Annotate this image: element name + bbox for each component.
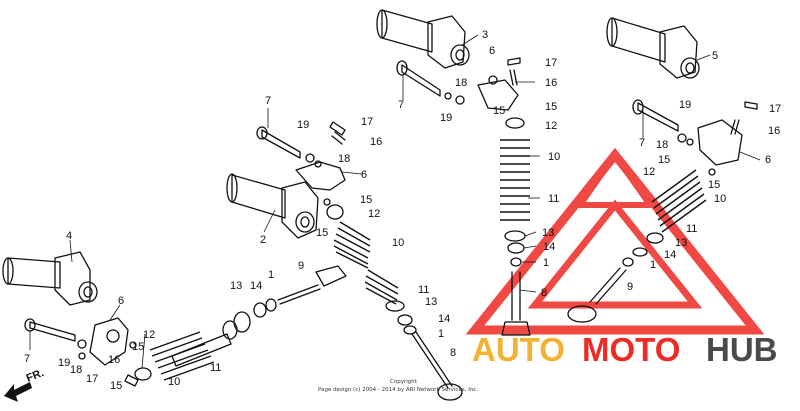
label-5: 5: [712, 50, 718, 62]
label-1c: 1: [543, 257, 549, 269]
camshaft-part-2: [226, 173, 319, 239]
watermark-moto: MOTO: [582, 331, 680, 368]
label-15g: 15: [658, 154, 670, 166]
label-9: 9: [298, 260, 304, 272]
label-18b: 18: [338, 153, 350, 165]
label-11d: 11: [686, 223, 697, 235]
rocker-arm-part-6-right: [632, 99, 758, 176]
label-7d: 7: [639, 137, 645, 149]
valve-assembly-right: [567, 169, 707, 323]
label-17d: 17: [769, 103, 781, 115]
watermark-hub: HUB: [706, 331, 778, 368]
label-7: 7: [24, 353, 30, 365]
label-19d: 19: [679, 99, 691, 111]
label-11: 11: [210, 362, 221, 374]
label-13c: 13: [542, 227, 554, 239]
label-18d: 18: [656, 139, 668, 151]
valve-assembly-middle: [326, 204, 463, 401]
label-14b: 14: [438, 313, 450, 325]
copyright-title: Copyright: [390, 379, 418, 385]
label-10b: 10: [392, 237, 404, 249]
label-15d: 15: [316, 227, 328, 239]
label-18: 18: [70, 364, 82, 376]
camshaft-part-4: [2, 251, 98, 306]
label-17: 17: [86, 373, 98, 385]
label-18c: 18: [455, 77, 467, 89]
label-11b: 11: [418, 284, 429, 296]
label-12d: 12: [643, 166, 655, 178]
label-7c: 7: [398, 99, 404, 111]
label-8b: 8: [541, 287, 547, 299]
label-14: 14: [250, 280, 262, 292]
label-19c: 19: [440, 112, 452, 124]
label-12c: 12: [545, 120, 557, 132]
front-arrow-icon: FR.: [4, 367, 46, 402]
label-6: 6: [118, 295, 124, 307]
label-6b: 6: [361, 169, 367, 181]
label-2: 2: [260, 234, 266, 246]
label-7b: 7: [265, 95, 271, 107]
label-14d: 14: [664, 249, 676, 261]
rocker-arm-part-6-middle: [256, 121, 346, 206]
camshaft-part-5: [606, 17, 700, 79]
label-16: 16: [108, 354, 120, 366]
label-9b: 9: [627, 281, 633, 293]
watermark-logo: AUTO MOTO HUB: [472, 331, 778, 368]
leader-lines: [29, 34, 761, 369]
watermark-auto: AUTO: [472, 331, 565, 368]
label-13d: 13: [675, 237, 687, 249]
label-12b: 12: [368, 208, 380, 220]
label-17c: 17: [545, 57, 557, 69]
label-16b: 16: [370, 136, 382, 148]
rocker-arm-part-6-left: [24, 317, 139, 387]
label-11c: 11: [548, 193, 559, 205]
label-8: 8: [450, 347, 456, 359]
label-12: 12: [143, 329, 155, 341]
direction-label: FR.: [25, 367, 46, 385]
label-6c: 6: [489, 45, 495, 57]
label-15h: 15: [708, 179, 720, 191]
label-15f: 15: [545, 101, 557, 113]
label-15: 15: [132, 341, 144, 353]
rocker-arm-part-6-top: [396, 57, 521, 111]
label-13b: 13: [425, 296, 437, 308]
label-1: 1: [268, 269, 274, 281]
label-6d: 6: [765, 154, 771, 166]
label-16d: 16: [768, 125, 780, 137]
label-10d: 10: [714, 193, 726, 205]
label-3: 3: [482, 29, 488, 41]
label-19: 19: [58, 357, 70, 369]
label-10: 10: [168, 376, 180, 388]
label-10c: 10: [548, 151, 560, 163]
label-1d: 1: [650, 259, 656, 271]
part-labels: 4 6 7 19 18 17 16 15 15 12 10 11 13 14 1…: [24, 29, 781, 392]
label-14c: 14: [543, 241, 555, 253]
copyright-text: Page design (c) 2004 - 2014 by ARI Netwo…: [318, 387, 478, 393]
label-19b: 19: [297, 119, 309, 131]
label-17b: 17: [361, 116, 373, 128]
camshaft-part-3: [376, 9, 470, 69]
label-16c: 16: [545, 77, 557, 89]
label-15c: 15: [360, 194, 372, 206]
valve-assembly-left: [134, 265, 347, 381]
label-13: 13: [230, 280, 242, 292]
label-4: 4: [66, 230, 72, 242]
label-15b: 15: [110, 380, 122, 392]
label-15e: 15: [493, 105, 505, 117]
valve-assembly-top: [500, 117, 531, 336]
watermark-triangle-icon: [465, 147, 765, 335]
label-1b: 1: [438, 328, 444, 340]
